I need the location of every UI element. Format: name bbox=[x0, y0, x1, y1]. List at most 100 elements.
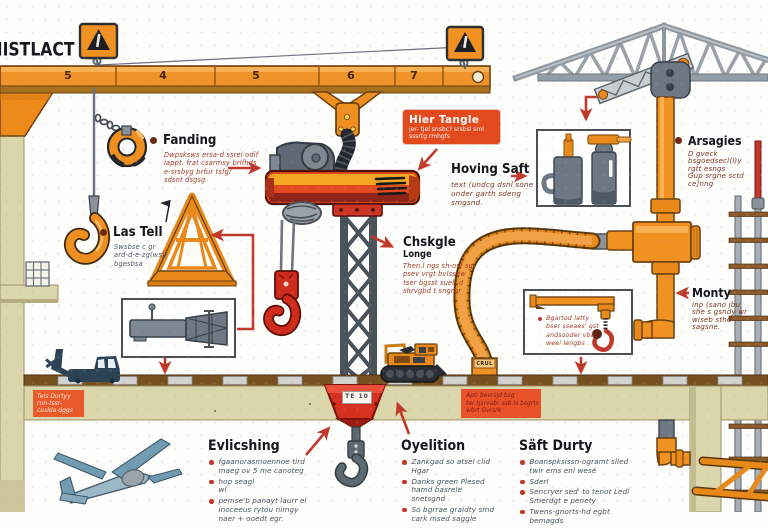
beam-mark-5: 7 bbox=[410, 69, 418, 82]
list-line: cark msed saggle bbox=[411, 513, 477, 523]
label-monty: Monty inp (sano jbu she s gsndy wr wiseb… bbox=[692, 285, 747, 332]
pedestal-label: CRUL bbox=[476, 361, 493, 367]
list-line: Zankgad so atsel clid bbox=[411, 457, 491, 466]
flexible-duct bbox=[453, 227, 601, 385]
pulley-and-hook bbox=[63, 88, 148, 265]
label-las-tell-line: ard-d-e-zg(ws)/ bbox=[114, 251, 168, 260]
label-chskgle-line: psev vrgt bvlssew bbox=[403, 270, 466, 279]
wall-note-line: run-tssr- bbox=[37, 400, 63, 407]
label-las-tell-title: Las Tell bbox=[113, 224, 163, 240]
bullet-icon bbox=[675, 137, 682, 144]
label-arsagies-line: rgtt esngs bbox=[688, 164, 726, 173]
section-oyelition-title: Oyelition bbox=[401, 438, 466, 454]
list-item: Twens-gnorts-hd egbt bemagds bbox=[519, 507, 629, 526]
list-line: snetsgnd bbox=[411, 494, 446, 504]
label-chskgle-subtitle: Longe bbox=[403, 249, 432, 260]
bullet-icon bbox=[520, 460, 525, 465]
left-wall bbox=[0, 129, 59, 512]
list-item: Sencryer sed' to tenot Ledl Smerdgt e pe… bbox=[519, 488, 629, 506]
jib-note-line: bser sseaes' gst bbox=[546, 323, 599, 331]
label-fanding: Fanding Dwpsksws ersa-d ssrel odif lappt… bbox=[150, 132, 258, 185]
list-line: twir ems enl wesé bbox=[529, 465, 597, 475]
label-hoving-saft-line: smgsnd. bbox=[451, 198, 483, 207]
list-item: Danks green Plesed hamd basrele snetsgnd bbox=[401, 477, 494, 504]
list-line: inoceeus rytou nimgy bbox=[218, 504, 299, 514]
list-line: wl bbox=[218, 485, 227, 495]
label-fanding-line: Dwpsksws ersa-d ssrel odif bbox=[164, 151, 259, 159]
list-line: Hgar bbox=[411, 465, 430, 475]
diagram-artwork bbox=[0, 22, 768, 512]
label-monty-line: wiseb sthd bbox=[692, 315, 732, 324]
list-line: naer + ooedt egr. bbox=[218, 513, 284, 523]
under-floor-pipe bbox=[656, 419, 691, 468]
beam-mark-2: 4 bbox=[159, 69, 167, 82]
list-line: Sencryer sed' to tenot Ledl bbox=[529, 487, 630, 497]
pipe-column bbox=[591, 61, 701, 341]
warning-sign-left bbox=[78, 22, 119, 68]
list-item: So bgrrae graidty smd cark msed saggle bbox=[401, 504, 495, 524]
label-arsagies-line: Gup srgne sctd bbox=[688, 172, 744, 181]
section-oyelition: Oyelition Zankgad so atsel clid Hgar Dan… bbox=[401, 438, 494, 526]
bullet-icon bbox=[209, 479, 214, 485]
label-hier-tangle-line: jer- tjel snsbc? srsbsl sml bbox=[409, 126, 484, 133]
label-monty-line: she s gsndy wr bbox=[692, 308, 748, 317]
beam-mark-4: 6 bbox=[347, 69, 355, 82]
hoist-machine bbox=[264, 141, 421, 274]
label-fanding-line: lappt. frat csarmsy brlfhds bbox=[164, 159, 257, 168]
label-chskgle: Chskgle Longe Then.l ngs sh-osf sg psev … bbox=[403, 234, 473, 296]
label-arsagies-line: bsgoedsecl(l)y bbox=[688, 157, 742, 166]
list-item: Boanspksissn-ogramt slled twir ems enl w… bbox=[519, 457, 629, 476]
mini-jib-box bbox=[523, 289, 633, 355]
list-line: hop seagl bbox=[218, 476, 255, 486]
wall-note-line: cuslda dggs bbox=[37, 407, 73, 414]
bullet-icon bbox=[520, 509, 525, 515]
list-line: hamd basrele bbox=[411, 485, 463, 495]
label-hoving-saft-line: text (undcg dsnl sone bbox=[451, 180, 534, 189]
list-line: bemagds bbox=[529, 515, 564, 525]
label-hier-tangle: Hier Tangle jer- tjel snsbc? srsbsl sml … bbox=[403, 110, 500, 144]
list-line: Boanspksissn-ogramt slled bbox=[529, 457, 629, 466]
bullet-icon bbox=[150, 136, 157, 144]
list-item: fgaanorasmoennoe tird maeg ov 5 me canot… bbox=[208, 457, 307, 476]
label-hier-tangle-title: Hier Tangle bbox=[409, 114, 480, 126]
beam-mark-3: 5 bbox=[252, 69, 260, 82]
floor-banner: Apti bevrsjd bsg ter tjsrvabr ssb is bsg… bbox=[461, 389, 541, 418]
crane-beam bbox=[0, 46, 491, 137]
wall-note-line: Tels Durtyy bbox=[37, 393, 71, 400]
label-arsagies-line: D gveck bbox=[688, 150, 718, 158]
label-hoving-saft-title: Hoving Saft bbox=[451, 161, 530, 177]
tower-mast bbox=[340, 212, 377, 390]
label-chskgle-line: Then.l ngs sh-osf sg bbox=[403, 262, 473, 270]
list-line: fgaanorasmoennoe tird bbox=[218, 457, 305, 466]
beam-mark-1: 5 bbox=[64, 69, 72, 82]
label-arsagies: Arsagies D gveck bsgoedsecl(l)y rgtt esn… bbox=[675, 133, 749, 188]
label-monty-line: sagsne. bbox=[692, 323, 721, 332]
label-chskgle-line: tser bgsst sueb d bbox=[403, 278, 464, 287]
label-monty-line: inp (sano jbu bbox=[692, 301, 741, 309]
ram-tool-box bbox=[121, 298, 236, 358]
label-chskgle-line: shrvgbd t sngrbr bbox=[403, 287, 462, 296]
label-monty-title: Monty bbox=[692, 285, 731, 300]
jib-box-note: Bgartod latty bser sseaes' gst andsooder… bbox=[538, 315, 599, 349]
label-las-tell-line: Swsbse c gr bbox=[114, 243, 156, 251]
section-evlicshing-title: Evlicshing bbox=[208, 438, 280, 454]
label-fanding-line: sdsnt dsgsg bbox=[164, 176, 206, 185]
label-fanding-title: Fanding bbox=[163, 132, 217, 148]
bullet-icon bbox=[100, 228, 107, 236]
bullet-icon bbox=[209, 460, 214, 465]
bullet-icon bbox=[538, 317, 542, 321]
label-hier-tangle-line: sssrtg rmhgfs bbox=[409, 133, 450, 140]
list-line: maeg ov 5 me canoteg bbox=[218, 465, 304, 475]
beam-trolley bbox=[310, 91, 384, 137]
list-line: Smerdgt e penety bbox=[529, 496, 597, 506]
bullet-icon bbox=[402, 507, 407, 513]
floor-banner-line: wbrt Gvrsrk bbox=[466, 407, 502, 414]
bullet-icon bbox=[520, 479, 525, 485]
list-line: So bgrrae graidty smd bbox=[411, 504, 495, 514]
airplane bbox=[53, 438, 183, 505]
jib-note-line: Bgartod latty bbox=[546, 315, 590, 322]
section-saft-durty: Säft Durty Boanspksissn-ogramt slled twi… bbox=[519, 438, 629, 528]
list-item: pemse'b panayt laurr el inoceeus rytou n… bbox=[208, 496, 307, 523]
label-hoving-saft-line: under garth sdeng bbox=[451, 189, 522, 198]
